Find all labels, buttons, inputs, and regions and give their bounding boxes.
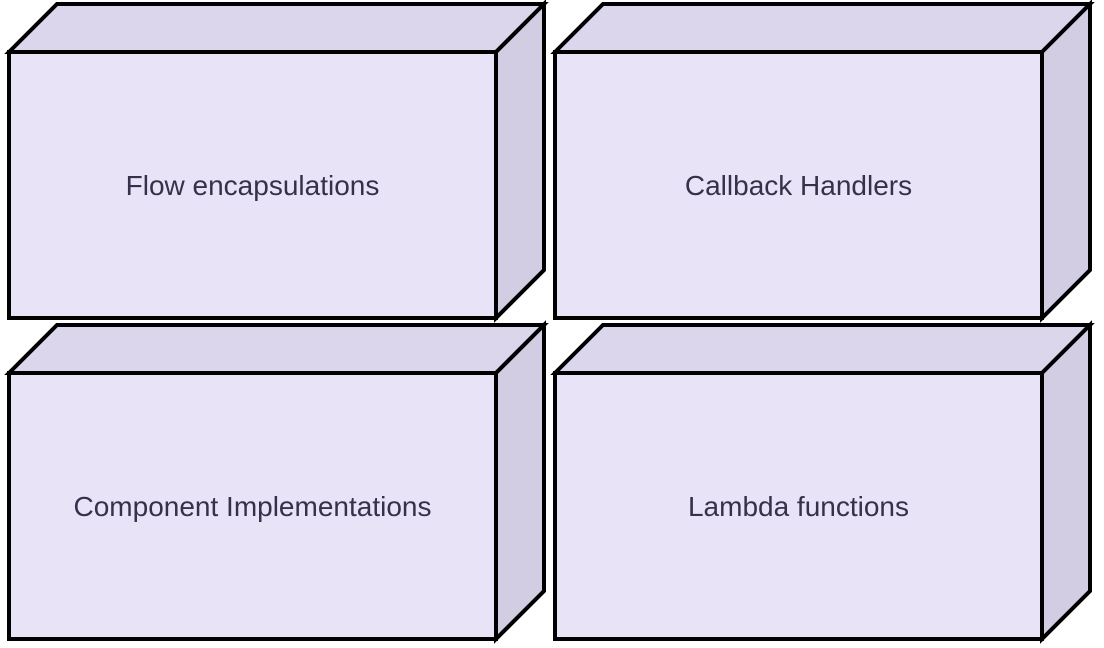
- box-label: Flow encapsulations: [126, 170, 380, 201]
- box-label: Callback Handlers: [685, 170, 912, 201]
- box-side-face: [1040, 320, 1092, 644]
- box-front-face: [7, 371, 498, 641]
- box-top-face: [550, 2, 1095, 54]
- box-top-face: [4, 323, 549, 375]
- box-callback-handlers: Callback Handlers: [550, 0, 1095, 323]
- box-component-implementations: Component Implementations: [4, 320, 549, 644]
- box-lambda-functions: Lambda functions: [550, 320, 1095, 644]
- box-side-face: [1040, 0, 1092, 323]
- box-side-face: [494, 320, 546, 644]
- box-label: Component Implementations: [74, 491, 432, 522]
- box-front-face: [553, 50, 1044, 320]
- box-front-face: [7, 50, 498, 320]
- box-top-face: [550, 323, 1095, 375]
- box-label: Lambda functions: [688, 491, 909, 522]
- box-top-face: [4, 2, 549, 54]
- box-front-face: [553, 371, 1044, 641]
- box-flow-encapsulations: Flow encapsulations: [4, 0, 549, 323]
- box-side-face: [494, 0, 546, 323]
